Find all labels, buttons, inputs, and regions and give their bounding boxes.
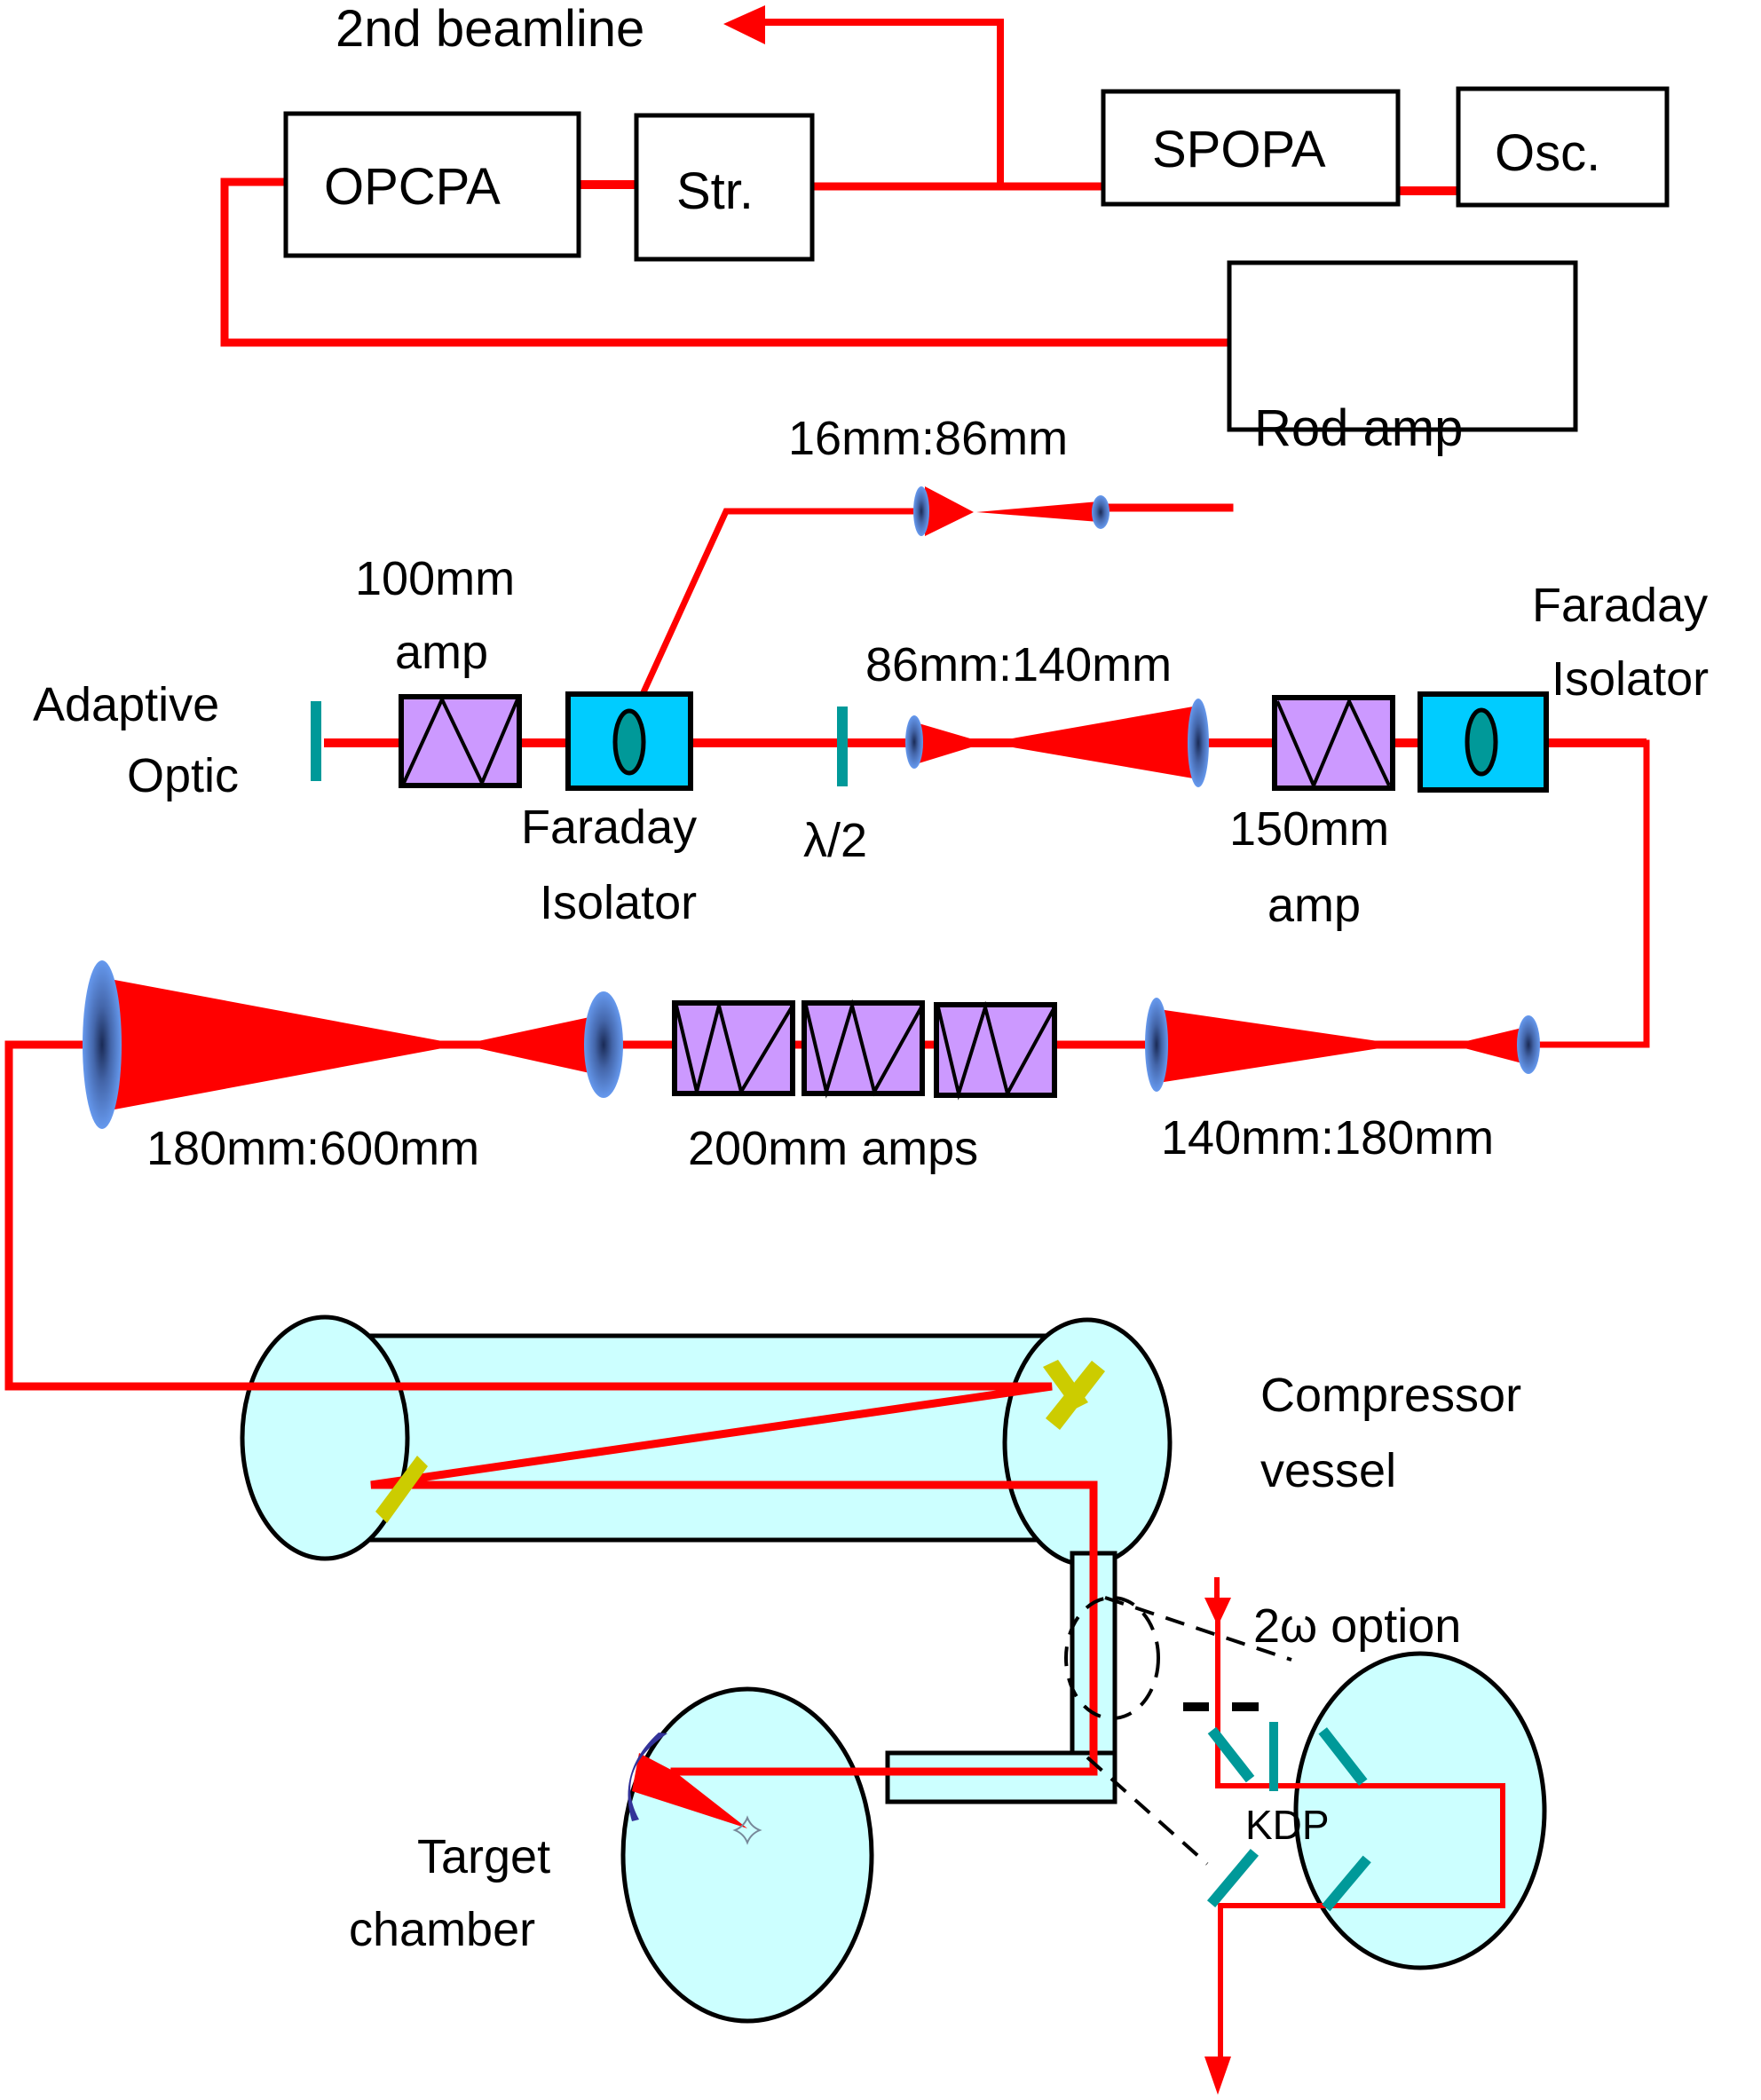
beam-cone-t2a [919,723,985,763]
spopa-box [1101,89,1401,207]
lens-icon [1145,998,1168,1092]
beam-cone-t3a [1158,1009,1402,1083]
beam-dump-icon [1232,1702,1259,1711]
second-harmonic-label: 2ω option [1253,1599,1461,1653]
second-harmonic-inset: KDP 2ω option [1064,1577,1547,2095]
telescope-1-label: 16mm:86mm [788,412,1068,465]
beam-cone-t1 [925,486,974,536]
beam-kdp-path [1215,1620,1505,2071]
beam-cone-t1b [976,501,1099,522]
adaptive-optic-label-2: Optic [127,749,239,802]
focusing-mirror-icon [628,1733,667,1821]
zigzag [402,695,519,787]
telescope-2-label: 86mm:140mm [865,638,1172,691]
zigzag [936,1000,1056,1101]
half-wave-label: λ/2 [803,814,867,867]
compressor-label-1: Compressor [1260,1369,1521,1422]
front-end: 2nd beamline OPCPA Str. SPOPA Osc. Rod a… [220,0,1670,457]
beam-pipe-horizontal [885,1750,1117,1804]
arrow-down-out-icon [1204,2057,1231,2095]
opcpa-box [283,111,581,258]
compressor-label-2: vessel [1260,1444,1396,1497]
kdp-crystal-icon [1269,1722,1278,1791]
beam-row2-down [1528,739,1650,1048]
arrow-2nd-beamline [723,5,765,44]
mirror-icon [1322,1855,1371,1912]
adaptive-optic-label-1: Adaptive [33,678,219,731]
compressor-end-left [240,1314,410,1561]
mirror-icon [1206,1849,1260,1907]
faraday-lens [612,708,646,776]
target-chamber-vessel [620,1686,874,2024]
opcpa-label: OPCPA [324,158,501,216]
amp100-label-1: 100mm [355,552,515,605]
lens-icon [1092,495,1110,529]
beam-cone-t2b [987,706,1198,779]
faraday-lens [1465,707,1498,777]
beam-cone-t3b [1451,1028,1522,1063]
target-icon [732,1815,762,1845]
rod-amp-box [1227,260,1578,432]
lens-icon [905,715,923,769]
lens-icon [1517,1015,1540,1074]
spopa-label: SPOPA [1152,121,1326,178]
faraday2-label-2: Isolator [1552,652,1709,706]
stretcher-box [634,113,815,262]
amp200-label: 200mm amps [688,1122,978,1175]
amplifier-150mm-icon [1272,695,1395,791]
zoom-circle [1064,1596,1160,1720]
main-amp-row: 140mm:180mm 200mm amps 180mm:600mm [4,960,1540,1391]
amp150-label-1: 150mm [1229,802,1389,856]
beam-compressor [4,1382,1098,1776]
mirror-icon [1318,1727,1368,1786]
target-label-2: chamber [349,1903,535,1956]
second-beamline-label: 2nd beamline [336,0,644,58]
kdp-vessel [1293,1651,1547,1970]
oscillator-box [1456,86,1670,208]
compressor-vessel: Compressor vessel [4,1314,1521,1804]
adaptive-optic-icon [311,701,321,781]
beam-2nd-beamline [760,19,1004,188]
faraday2-label-1: Faraday [1532,579,1708,632]
telescope-1: 16mm:86mm [639,412,1234,697]
faraday1-label-2: Isolator [540,876,697,929]
telescope-4-label: 180mm:600mm [146,1122,479,1175]
lens-icon [1188,699,1209,787]
zoom-line [1104,1596,1292,1662]
arrow-down-in-icon [1204,1598,1231,1626]
zigzag [675,1004,794,1097]
kdp-label: KDP [1245,1802,1330,1848]
amp150-label-2: amp [1267,879,1361,932]
grating-icon [375,1456,428,1523]
lens-icon [913,486,929,536]
beam-dump-icon [1183,1702,1209,1711]
zigzag [804,999,924,1099]
amplifier-200mm-icon [672,1000,795,1096]
lens-icon [584,991,623,1098]
lens-icon [83,960,122,1129]
half-wave-plate-icon [837,707,848,786]
compressor-end-right [1002,1317,1173,1567]
zigzag [1275,697,1391,791]
beam-cone-t4b [462,1014,602,1076]
beam-opcpa-to-rodamp [220,178,1234,347]
oscillator-label: Osc. [1495,124,1600,182]
faraday1-label-1: Faraday [521,801,697,854]
grating-icon [1046,1361,1105,1430]
rod-amp-label: Rod amp [1254,399,1463,457]
telescope-3-label: 140mm:180mm [1161,1111,1494,1164]
mirror-icon [1207,1726,1255,1783]
preamp-row: Adaptive Optic 100mm amp Faraday Isolato… [33,552,1709,1048]
stretcher-label: Str. [676,162,754,220]
amp100-label-2: amp [395,626,488,679]
beam-t1-to-faraday [639,508,925,697]
beam-cone-t4a [105,978,462,1111]
target-chamber: Target chamber [349,1686,892,2024]
target-label-1: Target [417,1830,550,1883]
zoom-line [1086,1756,1209,1866]
beam-cone-focus [632,1753,747,1828]
